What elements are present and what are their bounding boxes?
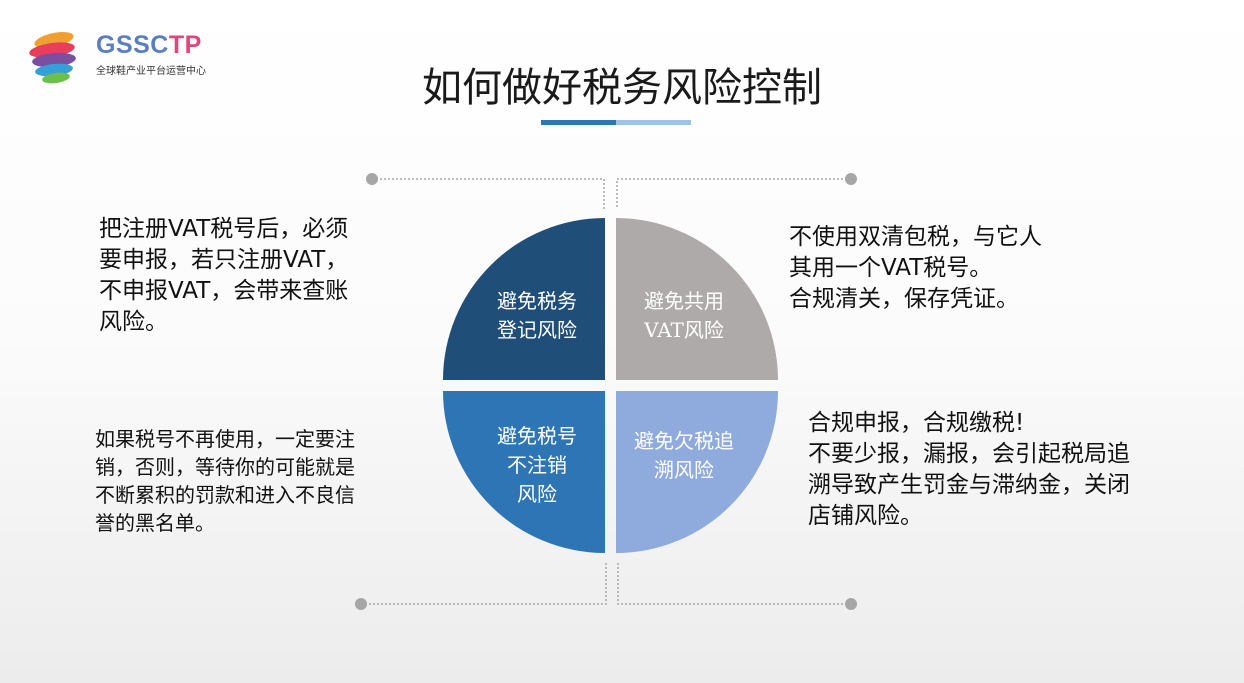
connector-top-left xyxy=(372,178,605,209)
logo-name-part1: GSSC xyxy=(96,31,169,59)
quadrant-top-right-label: 避免共用 VAT风险 xyxy=(644,289,724,342)
description-top-right: 不使用双清包税，与它人 其用一个VAT税号。 合规清关，保存凭证。 xyxy=(789,224,1042,312)
description-top-left: 把注册VAT税号后，必须 要申报，若只注册VAT， 不申报VAT，会带来查账 风… xyxy=(99,216,349,335)
quadrant-top-left-label: 避免税务 登记风险 xyxy=(497,289,577,342)
connector-bottom-right xyxy=(617,562,851,605)
connector-dot-top-right xyxy=(845,173,857,185)
connector-top-right xyxy=(616,178,851,209)
quadrant-bottom-left-label: 避免税号 不注销 风险 xyxy=(497,423,577,506)
description-bottom-left: 如果税号不再使用，一定要注 销，否则，等待你的可能就是 不断累积的罚款和进入不良… xyxy=(95,427,355,535)
logo-mark-icon xyxy=(29,31,76,84)
title-underline-light xyxy=(616,120,691,125)
connector-dot-top-left xyxy=(366,173,378,185)
connector-dot-bottom-left xyxy=(355,598,367,610)
logo-subtitle: 全球鞋产业平台运营中心 xyxy=(96,66,206,77)
logo: GSSCTP 全球鞋产业平台运营中心 xyxy=(20,22,225,94)
description-bottom-right: 合规申报，合规缴税! 不要少报，漏报，会引起税局追 溯导致产生罚金与滞纳金，关闭… xyxy=(808,410,1130,529)
logo-name-part2: TP xyxy=(168,31,202,59)
title-underline-dark xyxy=(541,120,616,125)
page-title: 如何做好税务风险控制 xyxy=(422,65,822,111)
logo-name: GSSCTP xyxy=(96,30,202,60)
quadrant-bottom-right-label: 避免欠税追 溯风险 xyxy=(634,429,734,482)
connector-dot-bottom-right xyxy=(845,598,857,610)
connector-bottom-left xyxy=(361,562,607,605)
